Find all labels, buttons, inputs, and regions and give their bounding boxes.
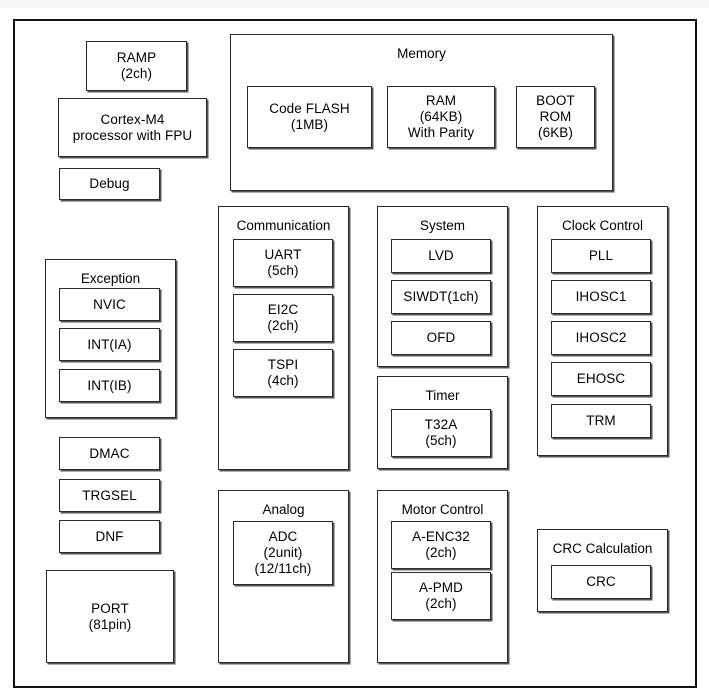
- block-crc-label: CRC: [586, 574, 616, 590]
- block-trm-label: TRM: [586, 413, 616, 429]
- block-a-pmd-line1: A-PMD: [419, 580, 463, 596]
- block-code-flash[interactable]: Code FLASH (1MB): [247, 86, 372, 148]
- block-nvic-label: NVIC: [93, 296, 126, 312]
- block-int-ib[interactable]: INT(IB): [59, 369, 160, 402]
- block-int-ia-label: INT(IA): [87, 336, 132, 352]
- block-dnf-label: DNF: [95, 528, 124, 544]
- group-motor-control-title: Motor Control: [401, 502, 484, 517]
- block-crc[interactable]: CRC: [551, 565, 651, 599]
- block-boot-rom-line1: BOOT: [536, 93, 575, 109]
- block-port[interactable]: PORT (81pin): [46, 570, 174, 663]
- block-ramp-line2: (2ch): [120, 66, 153, 81]
- block-int-ia[interactable]: INT(IA): [59, 328, 160, 361]
- block-boot-rom-line3: (6KB): [537, 124, 573, 140]
- block-boot-rom[interactable]: BOOT ROM (6KB): [516, 86, 595, 148]
- group-timer-title: Timer: [425, 388, 460, 403]
- block-trm[interactable]: TRM: [551, 404, 651, 438]
- group-analog-title: Analog: [262, 502, 305, 517]
- block-a-pmd-line2: (2ch): [425, 596, 457, 611]
- block-ei2c[interactable]: EI2C (2ch): [233, 294, 333, 342]
- block-uart-line1: UART: [264, 247, 302, 263]
- block-ei2c-line2: (2ch): [267, 318, 299, 333]
- group-exception-title: Exception: [80, 271, 141, 286]
- block-dnf[interactable]: DNF: [59, 520, 160, 553]
- block-ei2c-line1: EI2C: [267, 302, 299, 318]
- block-cortex-m4-line1: Cortex-M4: [100, 111, 165, 127]
- block-siwdt-label: SIWDT(1ch): [403, 289, 479, 305]
- block-ram-line1: RAM: [425, 93, 457, 109]
- block-tspi-line1: TSPI: [267, 357, 299, 373]
- block-int-ib-label: INT(IB): [87, 377, 132, 393]
- block-t32a-line2: (5ch): [425, 433, 457, 448]
- group-memory-title: Memory: [397, 46, 446, 61]
- block-ihosc1[interactable]: IHOSC1: [551, 280, 651, 314]
- block-ihosc2[interactable]: IHOSC2: [551, 321, 651, 355]
- block-t32a-line1: T32A: [424, 417, 458, 433]
- block-tspi-line2: (4ch): [267, 373, 299, 388]
- block-lvd-label: LVD: [428, 248, 454, 264]
- block-port-line1: PORT: [91, 600, 129, 616]
- block-nvic[interactable]: NVIC: [59, 288, 160, 321]
- block-ehosc[interactable]: EHOSC: [551, 362, 651, 396]
- block-uart[interactable]: UART (5ch): [233, 239, 333, 287]
- block-pll[interactable]: PLL: [551, 239, 651, 273]
- block-debug-label: Debug: [89, 176, 130, 192]
- block-ram-line2: (64KB): [419, 109, 463, 125]
- block-uart-line2: (5ch): [267, 263, 299, 278]
- block-pll-label: PLL: [588, 248, 614, 264]
- block-ram[interactable]: RAM (64KB) With Parity: [387, 86, 495, 148]
- block-ramp-line1: RAMP: [116, 50, 157, 66]
- block-ofd[interactable]: OFD: [391, 321, 491, 355]
- block-adc[interactable]: ADC (2unit) (12/11ch): [233, 521, 333, 585]
- block-ihosc1-label: IHOSC1: [575, 289, 627, 305]
- group-clock-control-title: Clock Control: [561, 218, 644, 233]
- block-boot-rom-line2: ROM: [539, 109, 572, 125]
- block-ramp[interactable]: RAMP (2ch): [86, 41, 187, 91]
- block-a-enc32[interactable]: A-ENC32 (2ch): [391, 521, 491, 569]
- top-grey-band: [0, 0, 709, 8]
- block-a-pmd[interactable]: A-PMD (2ch): [391, 572, 491, 620]
- block-ofd-label: OFD: [426, 330, 456, 346]
- block-code-flash-line2: (1MB): [290, 117, 329, 132]
- block-a-enc32-line1: A-ENC32: [412, 529, 470, 545]
- block-ram-line3: With Parity: [407, 124, 475, 140]
- group-communication-title: Communication: [236, 218, 331, 233]
- block-dmac[interactable]: DMAC: [59, 437, 160, 470]
- block-lvd[interactable]: LVD: [391, 239, 491, 273]
- block-t32a[interactable]: T32A (5ch): [391, 409, 491, 457]
- block-trgsel-label: TRGSEL: [82, 487, 137, 503]
- block-ihosc2-label: IHOSC2: [575, 330, 627, 346]
- block-trgsel[interactable]: TRGSEL: [59, 479, 160, 512]
- block-tspi[interactable]: TSPI (4ch): [233, 349, 333, 397]
- group-system-title: System: [419, 218, 465, 233]
- block-dmac-label: DMAC: [89, 445, 130, 461]
- block-cortex-m4-line2: processor with FPU: [72, 127, 193, 143]
- block-code-flash-line1: Code FLASH: [269, 101, 350, 117]
- block-a-enc32-line2: (2ch): [425, 545, 457, 560]
- group-crc-calculation-title: CRC Calculation: [552, 541, 653, 556]
- block-ehosc-label: EHOSC: [576, 371, 626, 387]
- block-port-line2: (81pin): [88, 616, 132, 632]
- block-adc-line1: ADC: [268, 529, 298, 545]
- block-debug[interactable]: Debug: [59, 168, 160, 200]
- block-adc-line3: (12/11ch): [254, 560, 312, 576]
- block-siwdt[interactable]: SIWDT(1ch): [391, 280, 491, 314]
- block-cortex-m4[interactable]: Cortex-M4 processor with FPU: [58, 98, 207, 157]
- block-adc-line2: (2unit): [263, 545, 303, 561]
